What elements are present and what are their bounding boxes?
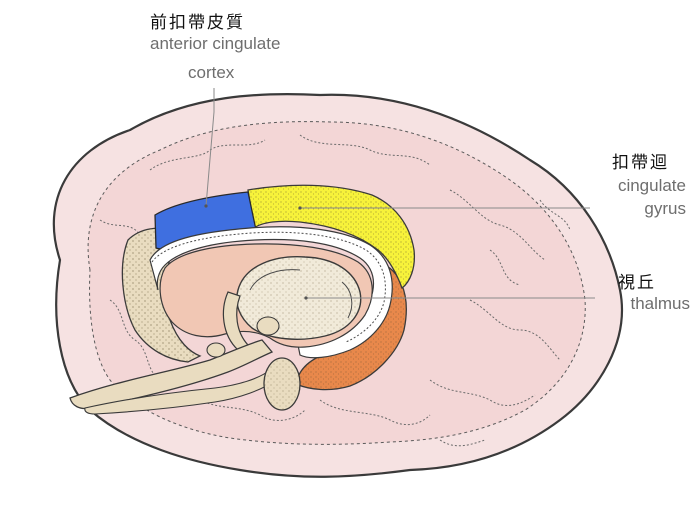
thalamus-label-en: thalmus [598,294,690,314]
cingulate-gyrus-label-en-line1: cingulate [598,176,686,196]
cingulate-gyrus-label-zh: 扣帶迴 [612,148,669,173]
acc-label-en-line2: cortex [188,63,234,83]
cingulate-gyrus-label-en-line2: gyrus [598,199,686,219]
acc-label-en-line1: anterior cingulate [150,34,280,54]
pineal-nodule [257,317,279,335]
mammillary-body [207,343,225,357]
acc-label-zh: 前扣帶皮質 [150,8,245,33]
thalamus-label-zh: 視丘 [618,268,656,293]
